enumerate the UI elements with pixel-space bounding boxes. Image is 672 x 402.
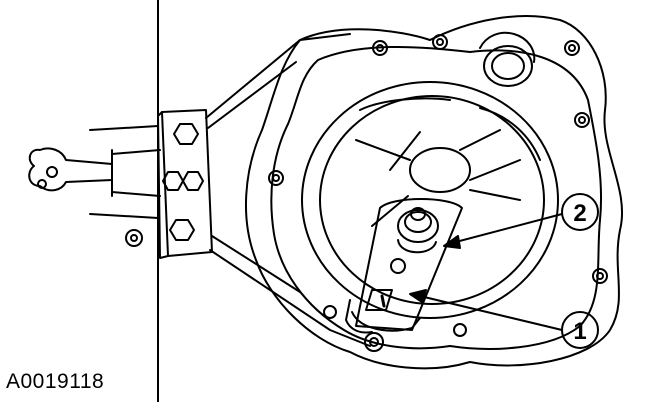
callout-1-number: 1 [573, 318, 586, 345]
holding-fixture [28, 125, 161, 219]
release-fork-assembly [345, 198, 463, 334]
callout-1 [561, 311, 599, 349]
callout-leaders [409, 213, 563, 331]
callout-2-number: 2 [573, 200, 586, 227]
bolt-hex-3 [182, 171, 204, 191]
bolt-hex-4 [169, 219, 195, 241]
output-seal [479, 31, 536, 87]
transmission-housing [244, 15, 624, 370]
bolt-hex-1 [173, 123, 199, 145]
arrowhead-1 [409, 289, 427, 303]
fixture-braces [205, 33, 371, 347]
mounting-plate [157, 109, 213, 259]
clutch-bell [301, 81, 559, 319]
callout-2 [561, 193, 599, 231]
leader-1 [419, 295, 563, 331]
leader-2 [451, 213, 563, 244]
housing-bolts [125, 34, 608, 352]
figure-id-label: A0019118 [6, 370, 105, 393]
bolt-hex-2 [162, 171, 184, 191]
arrowhead-2 [443, 235, 461, 249]
